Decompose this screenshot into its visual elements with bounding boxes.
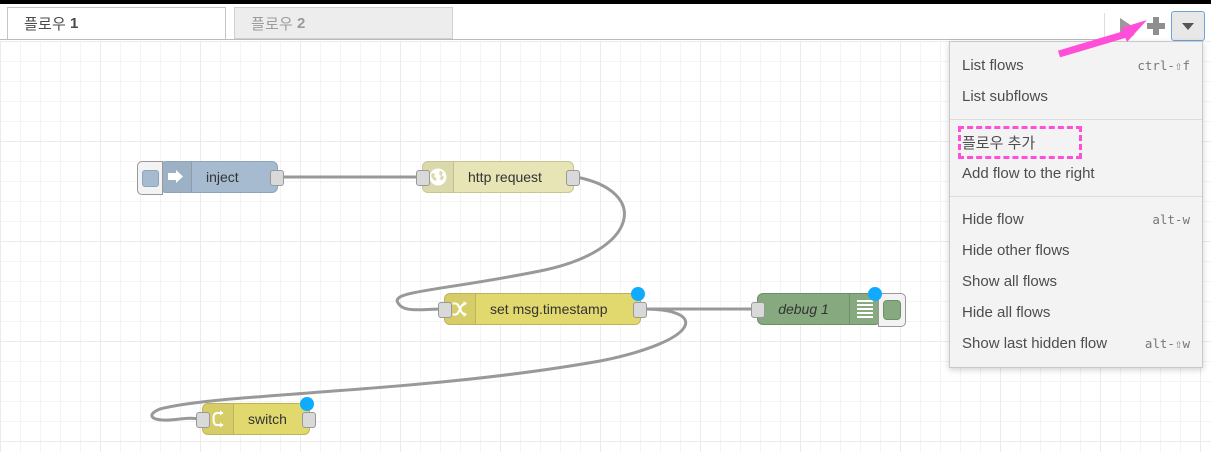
flow-tab-bar: 플로우 1 플로우 2 xyxy=(0,4,1211,44)
node-http-request[interactable]: http request xyxy=(416,161,580,193)
tab-flow-1-label: 플로우 xyxy=(24,16,67,33)
menu-item-add-flow-to-the-right[interactable]: Add flow to the right xyxy=(950,158,1202,189)
toolbar-divider xyxy=(1104,13,1105,39)
tab-flow-2-number: 2 xyxy=(297,14,306,32)
node-switch-output-port[interactable] xyxy=(302,412,316,428)
tab-flow-1[interactable]: 플로우 1 xyxy=(7,7,226,39)
node-set-changed-indicator xyxy=(631,287,645,301)
menu-item-show-last-hidden-flow-label: Show last hidden flow xyxy=(962,335,1108,352)
node-http-request-input-port[interactable] xyxy=(416,170,430,186)
node-debug-1-label: debug 1 xyxy=(778,301,829,317)
menu-item-hide-flow[interactable]: Hide flow alt-w xyxy=(950,204,1202,235)
menu-item-list-flows-label: List flows xyxy=(962,57,1024,74)
menu-item-list-subflows[interactable]: List subflows xyxy=(950,81,1202,112)
debug-lines-icon xyxy=(849,294,880,324)
arrow-right-icon xyxy=(161,162,192,192)
node-debug-1[interactable]: debug 1 xyxy=(751,287,906,327)
node-debug-changed-indicator xyxy=(868,287,882,301)
tab-flow-2[interactable]: 플로우 2 xyxy=(234,7,453,39)
menu-item-list-flows[interactable]: List flows ctrl-⇧f xyxy=(950,50,1202,81)
menu-item-add-flow-to-the-right-label: Add flow to the right xyxy=(962,165,1095,182)
menu-item-hide-all-flows-label: Hide all flows xyxy=(962,304,1051,321)
debug-enable-toggle[interactable] xyxy=(878,293,906,327)
node-set-msg-timestamp-label: set msg.timestamp xyxy=(490,301,608,317)
menu-item-hide-other-flows-label: Hide other flows xyxy=(962,242,1070,259)
node-switch-changed-indicator xyxy=(300,397,314,411)
window-top-strip xyxy=(0,0,1211,4)
menu-separator-2 xyxy=(950,196,1202,197)
tab-flow-1-number: 1 xyxy=(70,15,79,32)
node-set-msg-timestamp[interactable]: set msg.timestamp xyxy=(438,287,647,325)
wire-layer xyxy=(150,175,755,422)
menu-item-hide-flow-label: Hide flow xyxy=(962,211,1024,228)
annotation-arrow xyxy=(1058,20,1147,58)
wire-set-to-switch xyxy=(150,307,688,422)
node-inject-label: inject xyxy=(206,169,239,185)
menu-item-hide-flow-shortcut: alt-w xyxy=(1152,212,1190,227)
node-inject-output-port[interactable] xyxy=(270,170,284,186)
tab-flow-2-label: 플로우 xyxy=(251,15,294,33)
menu-separator-1 xyxy=(950,119,1202,120)
menu-item-add-flow[interactable]: 플로우 추가 xyxy=(958,126,1082,159)
inject-trigger-button[interactable] xyxy=(137,161,163,195)
wire-http-to-set xyxy=(395,175,626,312)
chevron-down-icon xyxy=(1182,22,1194,30)
node-http-request-output-port[interactable] xyxy=(566,170,580,186)
menu-item-list-flows-shortcut: ctrl-⇧f xyxy=(1137,58,1190,73)
node-debug-input-port[interactable] xyxy=(751,302,765,318)
menu-item-show-all-flows-label: Show all flows xyxy=(962,273,1058,290)
menu-item-show-last-hidden-flow-shortcut: alt-⇧w xyxy=(1144,336,1190,351)
node-http-request-label: http request xyxy=(468,169,542,185)
menu-item-hide-all-flows[interactable]: Hide all flows xyxy=(950,297,1202,328)
menu-item-add-flow-label: 플로우 추가 xyxy=(962,135,1036,152)
flow-menu-dropdown-button[interactable] xyxy=(1171,11,1205,41)
menu-item-show-all-flows[interactable]: Show all flows xyxy=(950,266,1202,297)
flow-context-menu[interactable]: List flows ctrl-⇧f List subflows 플로우 추가 … xyxy=(949,41,1203,368)
node-switch[interactable]: switch xyxy=(196,397,316,435)
inject-button-square-icon xyxy=(141,169,159,187)
add-flow-button[interactable] xyxy=(1141,11,1171,41)
node-switch-label: switch xyxy=(248,411,287,427)
plus-icon xyxy=(1147,17,1165,35)
node-set-output-port[interactable] xyxy=(633,302,647,318)
node-switch-input-port[interactable] xyxy=(196,412,210,428)
menu-item-show-last-hidden-flow[interactable]: Show last hidden flow alt-⇧w xyxy=(950,328,1202,359)
node-set-input-port[interactable] xyxy=(438,302,452,318)
menu-item-list-subflows-label: List subflows xyxy=(962,88,1048,105)
node-inject[interactable]: inject xyxy=(137,161,284,195)
menu-item-hide-other-flows[interactable]: Hide other flows xyxy=(950,235,1202,266)
debug-toggle-square-icon xyxy=(883,300,901,320)
